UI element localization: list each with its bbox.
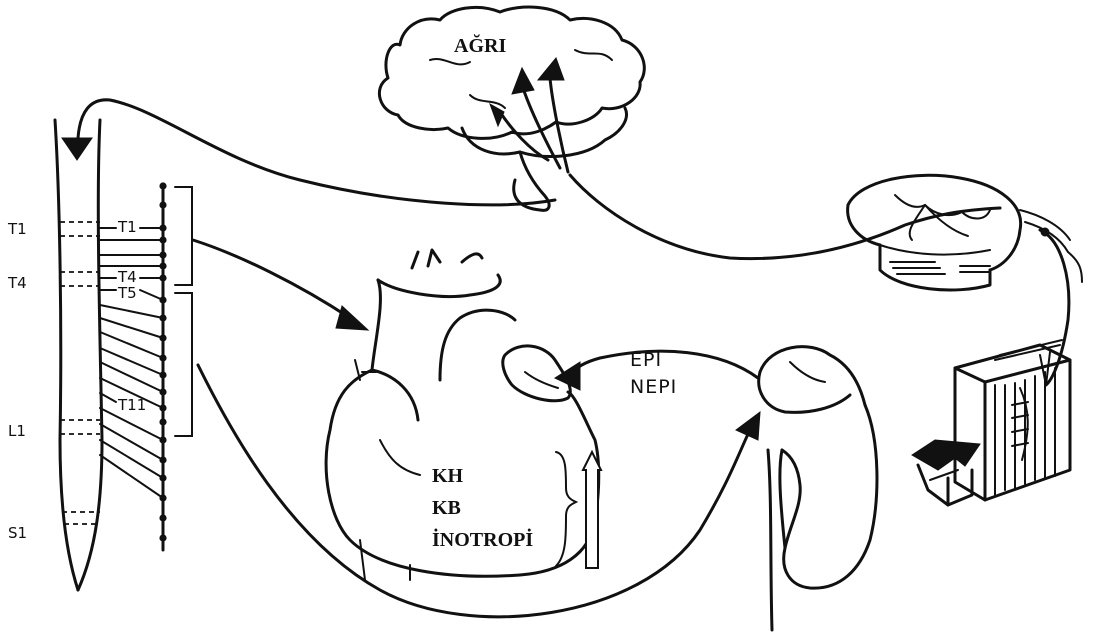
- sympathetic-ganglion-node: [159, 182, 166, 189]
- sympathetic-ganglion-node: [159, 514, 166, 521]
- injury-arrow: [912, 440, 980, 505]
- epi-label: EPI: [630, 349, 662, 371]
- effect-heart-rate: KH: [432, 465, 464, 487]
- effects-brace: [556, 452, 576, 566]
- pain-label: AĞRI: [454, 33, 506, 57]
- sympathetic-ganglion-node: [159, 418, 166, 425]
- spinal-level-l1: L1: [8, 422, 26, 440]
- brain-illustration: [379, 7, 644, 210]
- effect-inotropy: İNOTROPİ: [432, 527, 533, 551]
- sympathetic-ganglion-node: [159, 201, 166, 208]
- sympathetic-ganglion-node: [159, 534, 166, 541]
- nepi-label: NEPI: [630, 376, 677, 398]
- cardiac-accelerator-nerve: [193, 240, 368, 330]
- spinal-cord: [55, 120, 102, 590]
- ganglion-level-t11: T11: [117, 396, 146, 414]
- increase-arrow: [583, 452, 601, 568]
- kidney-adrenal-illustration: [759, 347, 877, 630]
- spinal-level-t4: T4: [7, 274, 27, 292]
- spinal-level-s1: S1: [8, 524, 27, 542]
- ganglion-brackets: [175, 187, 192, 436]
- splanchnic-nerve: [198, 365, 760, 617]
- sympathetic-chain: [159, 182, 166, 550]
- atrial-appendage: [503, 346, 571, 401]
- ganglion-level-t5: T5: [117, 284, 137, 302]
- ganglion-level-t1: T1: [117, 218, 137, 236]
- descending-pathway: [62, 100, 555, 205]
- effect-blood-pressure: KB: [432, 497, 461, 519]
- spinal-level-t1: T1: [7, 220, 27, 238]
